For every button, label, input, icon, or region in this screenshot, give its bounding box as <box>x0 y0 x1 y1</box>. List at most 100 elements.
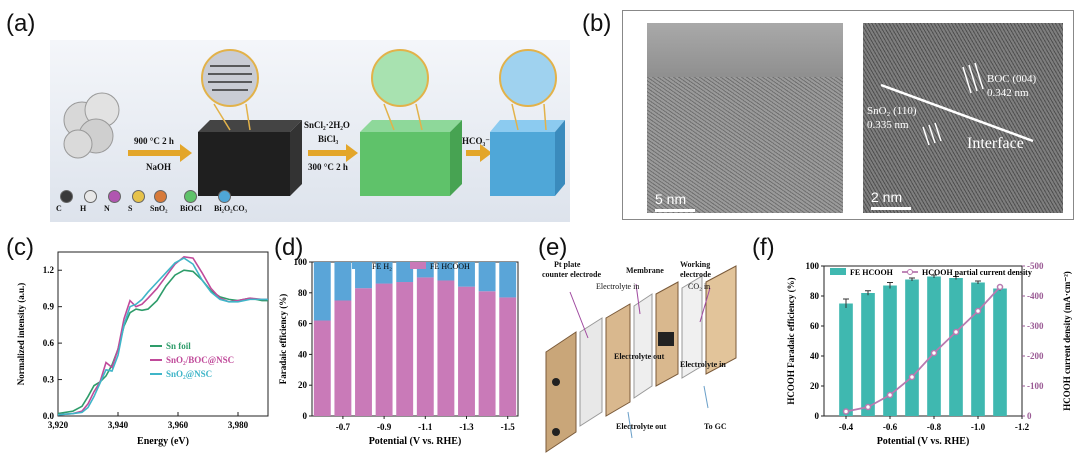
legend-marker-cd <box>907 269 913 275</box>
x-tick-label: 3,940 <box>108 420 129 430</box>
x-tick-label: -1.3 <box>459 422 474 432</box>
panel-label-c: (c) <box>6 234 34 261</box>
label-electrolyte-in-mid: Electrolyte in <box>680 360 726 369</box>
series-line <box>57 269 268 415</box>
y-axis-label: Normalized intensity (a.u.) <box>16 283 26 386</box>
y-tick-label: 60 <box>810 321 820 331</box>
y-tick-label: 0 <box>303 411 308 421</box>
cell-plates <box>545 265 737 453</box>
x-tick-label: -1.0 <box>971 422 986 432</box>
x-tick-label: -1.2 <box>1015 422 1030 432</box>
scale-bar-left-label: 5 nm <box>655 191 687 207</box>
bar-fe-hcooh <box>839 303 853 416</box>
flow-cell-svg <box>545 265 737 453</box>
y-tick-label: 0.6 <box>43 338 55 348</box>
chart-c: 3,920 3,940 3,960 3,980 0.0 0.3 0.6 0.9 1.2Energ… <box>16 251 269 447</box>
label-to-gc: To GC <box>704 422 727 431</box>
x-axis-label: Energy (eV) <box>137 436 189 447</box>
y-tick-label: 20 <box>298 380 308 390</box>
label-co2-in: CO₂ in <box>688 282 711 291</box>
bar-hcooh <box>499 297 517 416</box>
bar-hcooh <box>334 300 352 416</box>
current-density-point <box>996 283 1004 291</box>
zoom-graphene <box>201 49 259 107</box>
bar-h2 <box>334 262 352 301</box>
panel-label-a: (a) <box>6 10 36 37</box>
x-tick-label: -0.6 <box>883 422 898 432</box>
precursor-spheres <box>63 92 120 159</box>
legend-label: N <box>104 204 110 213</box>
x-tick-label: 3,980 <box>228 420 249 430</box>
y-tick-label: 20 <box>810 381 820 391</box>
legend-label: S <box>128 204 133 213</box>
series-line <box>57 256 268 416</box>
y-tick-label: 0.9 <box>43 302 55 312</box>
legend-swatch <box>108 190 121 203</box>
bi2o2co3-block <box>490 120 565 196</box>
legend-text: SnO₂/BOC@NSC <box>166 355 234 365</box>
bar-fe-hcooh <box>861 293 875 416</box>
y-tick-label: 0.3 <box>43 375 55 385</box>
y-tick-label: 60 <box>298 319 308 329</box>
bar-hcooh <box>396 282 414 416</box>
step2-label-3: 300 °C 2 h <box>308 162 348 172</box>
bar-hcooh <box>437 280 455 416</box>
legend-text: Sn foil <box>166 341 191 351</box>
x-tick-label: -0.9 <box>377 422 392 432</box>
y-tick-label: 1.2 <box>43 265 55 275</box>
arrow-step-1 <box>128 144 192 162</box>
label-working: Working <box>680 260 711 269</box>
panel-e-schematic: Pt plate counter electrode Membrane Work… <box>540 260 750 462</box>
y-tick-label: 0 <box>815 411 820 421</box>
x-axis-label: Potential (V vs. RHE) <box>877 436 970 447</box>
x-tick-label: 3,920 <box>48 420 69 430</box>
current-density-point <box>974 307 982 315</box>
bar-fe-hcooh <box>971 282 985 416</box>
legend-label: BiOCl <box>180 204 202 213</box>
current-density-point <box>952 328 960 336</box>
bar-fe-hcooh <box>883 285 897 416</box>
scale-bar-right-label: 2 nm <box>871 189 903 205</box>
current-density-point <box>886 391 894 399</box>
arrow-step-3 <box>466 144 492 162</box>
current-density-point <box>908 373 916 381</box>
legend-text-fe: FE HCOOH <box>850 268 894 277</box>
x-tick-label: -1.1 <box>418 422 433 432</box>
x-tick-label: 3,960 <box>168 420 189 430</box>
panel-b-frame: 5 nm BOC (004) 0.342 nm SnO₂ (110) 0.335… <box>622 10 1074 220</box>
tem-image-right: BOC (004) 0.342 nm SnO₂ (110) 0.335 nm I… <box>863 23 1063 213</box>
legend-swatch <box>84 190 97 203</box>
bar-h2 <box>437 262 455 281</box>
y-tick-label: 0.0 <box>43 411 55 421</box>
legend-swatch <box>184 190 197 203</box>
bar-fe-hcooh <box>927 276 941 416</box>
legend-swatch <box>132 190 145 203</box>
step1-label-1: 900 °C 2 h <box>134 136 174 146</box>
panel-label-b: (b) <box>582 10 612 37</box>
legend-label: H <box>80 204 87 213</box>
step2-label-1: SnCl₂·2H₂O <box>304 120 350 130</box>
legend-label: C <box>56 204 62 213</box>
label-pt-plate: Pt plate <box>554 260 581 269</box>
y2-tick-label: -300 <box>1027 321 1044 331</box>
label-counter-electrode: counter electrode <box>542 270 602 279</box>
y2-tick-label: -200 <box>1027 351 1044 361</box>
legend-swatch-h2 <box>352 262 368 269</box>
y-tick-label: 100 <box>806 261 820 271</box>
legend-swatch-fe <box>830 268 846 275</box>
current-density-point <box>864 403 872 411</box>
x-axis-label: Potential (V vs. RHE) <box>369 436 462 447</box>
legend-text-h2: FE H₂ <box>372 262 392 271</box>
legend-label: SnO₂ <box>150 204 168 213</box>
y-tick-label: 40 <box>298 349 308 359</box>
legend-text-cd: HCOOH partial current density <box>922 268 1032 277</box>
y-tick-label: 100 <box>294 257 308 267</box>
y2-tick-label: 0 <box>1027 411 1032 421</box>
legend-text: SnO₂@NSC <box>166 369 212 379</box>
arrow-step-2 <box>308 144 358 162</box>
bar-fe-hcooh <box>949 278 963 416</box>
step3-label: HCO₃⁻ <box>462 136 490 146</box>
bar-fe-hcooh <box>993 288 1007 416</box>
legend-label: Bi₂O₂CO₃ <box>214 204 247 213</box>
zoom-boc <box>371 49 429 107</box>
